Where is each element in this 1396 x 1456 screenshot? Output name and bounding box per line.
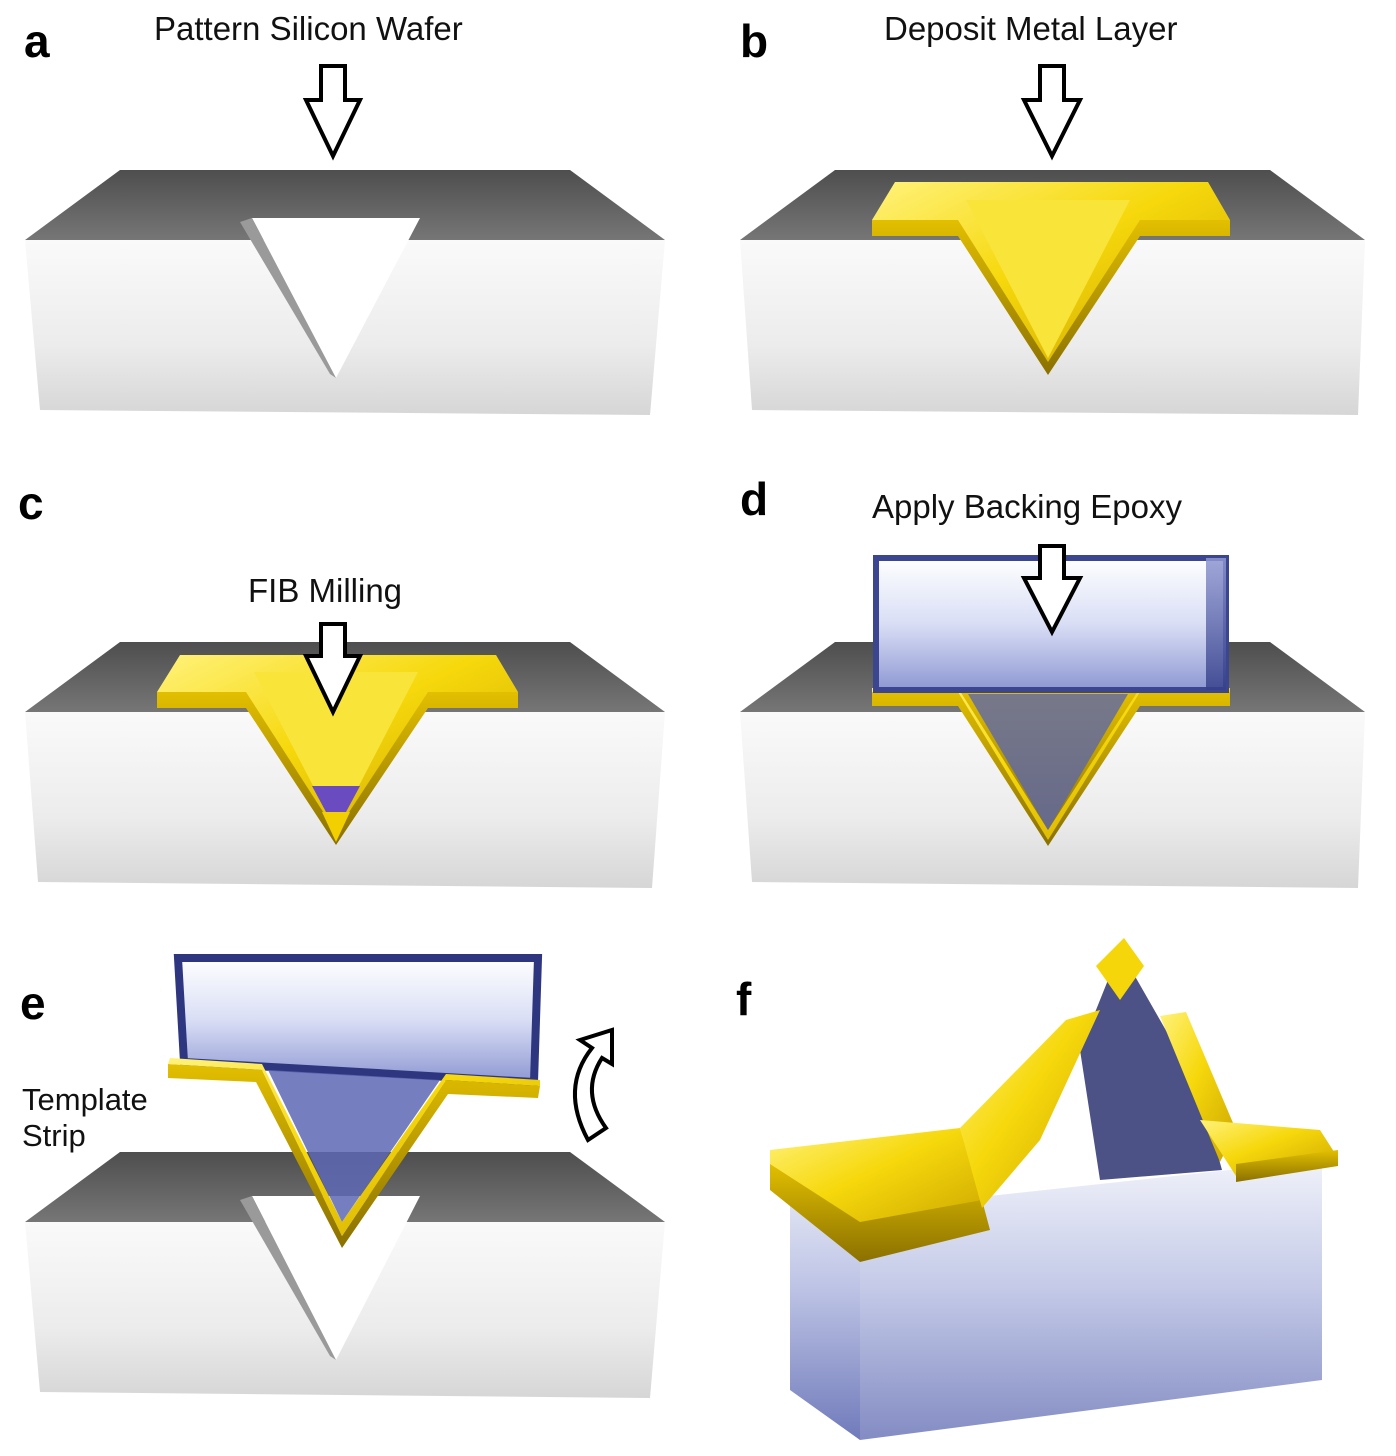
panel-letter-e: e [20, 977, 46, 1029]
template-strip-label-line-2: Strip [22, 1118, 86, 1153]
caption-pattern-silicon-wafer: Pattern Silicon Wafer [154, 10, 463, 47]
panel-letter-f: f [736, 973, 752, 1025]
milled-tip [322, 812, 350, 842]
pit-shadow-wall [240, 1196, 336, 1360]
template-strip-label-line-1: Template [22, 1082, 148, 1117]
down-arrow-icon [302, 64, 364, 161]
caption-apply-backing-epoxy: Apply Backing Epoxy [872, 488, 1183, 525]
pit-shadow-wall [240, 218, 336, 378]
gold-pyramid-face [254, 672, 418, 830]
panel-letter-b: b [740, 15, 769, 67]
caption-deposit-metal-layer: Deposit Metal Layer [884, 10, 1178, 47]
pyramid-pit [252, 218, 420, 378]
panel-letter-d: d [740, 473, 769, 525]
down-arrow-icon [1020, 544, 1084, 637]
down-arrow-icon [1020, 64, 1084, 161]
pyramid-pit [252, 1196, 420, 1360]
down-arrow-icon [302, 622, 364, 717]
gold-apex-tip [1096, 938, 1144, 1000]
gold-left-flange-edge [770, 1164, 990, 1262]
curved-arrow-icon [572, 1027, 614, 1143]
panel-f-diagram [770, 938, 1338, 1440]
epoxy-block-side [1206, 558, 1226, 690]
panel-letter-a: a [24, 15, 50, 67]
epoxy-pyramid-interior [1080, 950, 1222, 1180]
panel-letter-c: c [18, 477, 44, 529]
caption-fib-milling: FIB Milling [248, 572, 403, 609]
panel-e-diagram [25, 954, 665, 1398]
epoxy-v-fill [968, 694, 1128, 830]
milled-aperture [312, 786, 360, 812]
gold-right-flange-edge [1236, 1150, 1338, 1182]
gold-left-slope [960, 1010, 1100, 1208]
panel-b-diagram [740, 64, 1365, 415]
gold-pyramid-face [966, 200, 1130, 358]
wafer-top-surface [25, 170, 665, 240]
panel-c-diagram [25, 622, 665, 888]
template-strip-label: Template Strip [22, 1082, 148, 1154]
panel-d-diagram [740, 544, 1365, 888]
template-strip-pyramid [268, 1070, 440, 1222]
panel-a-diagram [25, 64, 665, 415]
